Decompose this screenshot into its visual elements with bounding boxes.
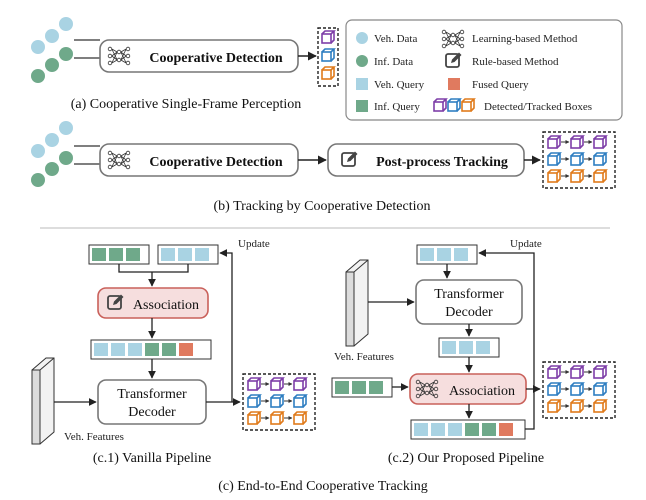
caption-b: (b) Tracking by Cooperative Detection bbox=[214, 199, 431, 214]
cooperative-detection-label-b: Cooperative Detection bbox=[149, 155, 283, 170]
inf-data-dot bbox=[45, 162, 59, 176]
track-row-blue bbox=[547, 152, 607, 166]
legend-inf-query: Inf. Query bbox=[374, 101, 420, 113]
orange-box-icon bbox=[321, 66, 335, 80]
legend-veh-data: Veh. Data bbox=[374, 33, 417, 45]
legend: Veh. Data Inf. Data Veh. Query Inf. Quer… bbox=[345, 19, 623, 121]
legend-veh-query-swatch bbox=[356, 78, 368, 90]
caption-c2: (c.2) Our Proposed Pipeline bbox=[388, 451, 544, 466]
decoder-line1-c2: Transformer bbox=[434, 287, 504, 302]
association-block-c1 bbox=[97, 287, 209, 319]
caption-a: (a) Cooperative Single-Frame Perception bbox=[71, 97, 302, 112]
legend-boxes: Detected/Tracked Boxes bbox=[484, 101, 592, 113]
veh-data-dot bbox=[45, 29, 59, 43]
track-row-purple bbox=[247, 377, 307, 391]
blue-box-icon bbox=[321, 48, 335, 62]
panel-a: Cooperative Detection (a) Cooperative Si… bbox=[31, 17, 339, 112]
data-dots-a bbox=[31, 17, 73, 83]
inf-data-dot bbox=[31, 69, 45, 83]
tracked-boxes-frame-b bbox=[542, 131, 616, 189]
association-label-c2: Association bbox=[449, 384, 515, 399]
veh-features-label-c1: Veh. Features bbox=[64, 431, 124, 443]
panel-c2: Transformer Decoder Veh. Features Associ… bbox=[331, 238, 616, 466]
legend-inf-data-swatch bbox=[356, 55, 368, 67]
decoder-line1-c1: Transformer bbox=[117, 387, 187, 402]
veh-features-slab-c2 bbox=[345, 271, 355, 347]
tracked-boxes-frame-c1 bbox=[242, 373, 316, 431]
legend-veh-data-swatch bbox=[356, 32, 368, 44]
track-row-orange bbox=[547, 169, 607, 183]
association-label-c1: Association bbox=[133, 298, 199, 313]
decoder-line2-c1: Decoder bbox=[128, 405, 176, 420]
veh-data-dot bbox=[31, 144, 45, 158]
track-row-purple bbox=[547, 135, 607, 149]
veh-data-dot bbox=[31, 40, 45, 54]
veh-features-slab-c1 bbox=[31, 369, 41, 445]
inf-data-dot bbox=[59, 47, 73, 61]
veh-features-label-c2: Veh. Features bbox=[334, 351, 394, 363]
data-dots-b bbox=[31, 121, 73, 187]
track-row-purple bbox=[547, 365, 607, 379]
legend-veh-query: Veh. Query bbox=[374, 79, 425, 91]
update-label-c1: Update bbox=[238, 238, 270, 250]
inf-data-dot bbox=[45, 58, 59, 72]
inf-data-dot bbox=[59, 151, 73, 165]
tracked-boxes-frame-c2 bbox=[542, 361, 616, 419]
inf-data-dot bbox=[31, 173, 45, 187]
track-row-blue bbox=[547, 382, 607, 396]
legend-fused-query-swatch bbox=[448, 78, 460, 90]
track-row-blue bbox=[247, 394, 307, 408]
post-process-tracking-label: Post-process Tracking bbox=[376, 155, 508, 170]
caption-c: (c) End-to-End Cooperative Tracking bbox=[218, 479, 428, 494]
veh-data-dot bbox=[59, 121, 73, 135]
purple-box-icon bbox=[321, 30, 335, 44]
caption-c1: (c.1) Vanilla Pipeline bbox=[93, 451, 211, 466]
panel-c1: Association Transformer Decoder Veh. Fea… bbox=[31, 238, 316, 466]
update-label-c2: Update bbox=[510, 238, 542, 250]
track-row-orange bbox=[247, 411, 307, 425]
legend-inf-data: Inf. Data bbox=[374, 56, 413, 68]
boxes-frame-a bbox=[317, 27, 339, 87]
legend-rule: Rule-based Method bbox=[472, 56, 559, 68]
decoder-line2-c2: Decoder bbox=[445, 305, 493, 320]
panel-b: Cooperative Detection Post-process Track… bbox=[31, 121, 616, 214]
track-row-orange bbox=[547, 399, 607, 413]
legend-frame bbox=[345, 19, 623, 121]
legend-learning: Learning-based Method bbox=[472, 33, 578, 45]
veh-data-dot bbox=[59, 17, 73, 31]
legend-inf-query-swatch bbox=[356, 100, 368, 112]
cooperative-detection-label-a: Cooperative Detection bbox=[149, 51, 283, 66]
veh-data-dot bbox=[45, 133, 59, 147]
legend-fused-query: Fused Query bbox=[472, 79, 529, 91]
